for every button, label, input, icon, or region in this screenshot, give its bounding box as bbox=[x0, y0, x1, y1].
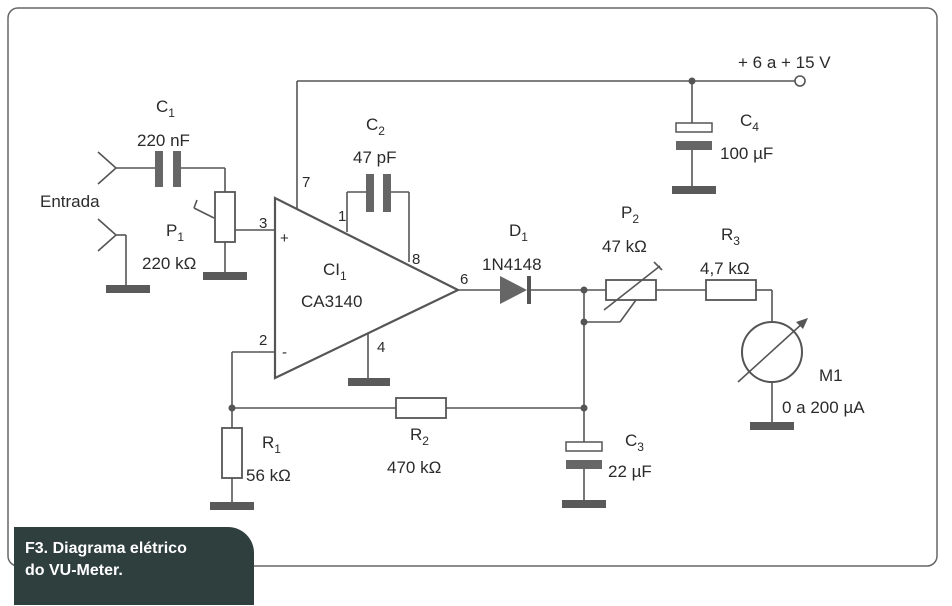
input-label: Entrada bbox=[40, 192, 100, 211]
c3-label: C3 bbox=[625, 431, 644, 454]
m1-label: M1 bbox=[819, 366, 843, 385]
input-jack-signal bbox=[97, 151, 155, 185]
r2-value: 470 kΩ bbox=[387, 458, 441, 477]
resistor-r3 bbox=[705, 279, 773, 322]
r2-label: R2 bbox=[410, 425, 429, 448]
pin-3: 3 bbox=[259, 215, 267, 232]
inverting-input-wire bbox=[228, 351, 396, 428]
capacitor-c1 bbox=[155, 151, 226, 192]
pin4-ground bbox=[348, 334, 390, 386]
potentiometer-p1 bbox=[193, 191, 275, 280]
d1-label: D1 bbox=[509, 221, 528, 244]
potentiometer-p2 bbox=[584, 261, 706, 323]
pin-4: 4 bbox=[377, 339, 385, 356]
pin-2: 2 bbox=[259, 332, 267, 349]
p1-value: 220 kΩ bbox=[142, 254, 196, 273]
c1-value: 220 nF bbox=[137, 131, 190, 150]
supply-rail bbox=[296, 75, 806, 213]
pin-7: 7 bbox=[302, 174, 310, 191]
ci1-label: CI1 bbox=[323, 260, 347, 283]
r1-value: 56 kΩ bbox=[246, 466, 291, 485]
caption-line-1: F3. Diagrama elétrico bbox=[25, 540, 187, 557]
c4-value: 100 µF bbox=[720, 144, 773, 163]
caption-box bbox=[14, 527, 254, 605]
figure-caption: F3. Diagrama elétrico do VU-Meter. bbox=[25, 538, 245, 582]
r3-label: R3 bbox=[721, 225, 740, 248]
capacitor-c2 bbox=[346, 174, 410, 262]
output-node-wire bbox=[580, 290, 588, 442]
pin-6: 6 bbox=[460, 271, 468, 288]
resistor-r1 bbox=[210, 427, 254, 510]
meter-m1 bbox=[737, 318, 808, 430]
resistor-r2 bbox=[395, 397, 584, 419]
capacitor-c3 bbox=[562, 441, 606, 508]
supply-label: + 6 a + 15 V bbox=[738, 53, 831, 72]
d1-value: 1N4148 bbox=[482, 255, 542, 274]
caption-line-2: do VU-Meter. bbox=[25, 562, 123, 579]
r1-label: R1 bbox=[262, 433, 281, 456]
diode-d1 bbox=[458, 276, 606, 304]
input-jack-ground bbox=[97, 218, 150, 293]
pin-1: 1 bbox=[338, 208, 346, 225]
c1-label: C1 bbox=[156, 97, 175, 120]
pin-minus: - bbox=[282, 344, 287, 361]
p1-label: P1 bbox=[166, 221, 184, 244]
c2-value: 47 pF bbox=[353, 148, 396, 167]
c3-value: 22 µF bbox=[608, 462, 652, 481]
p2-value: 47 kΩ bbox=[602, 237, 647, 256]
ci1-value: CA3140 bbox=[301, 292, 362, 311]
c4-label: C4 bbox=[740, 111, 759, 134]
pin-8: 8 bbox=[412, 251, 420, 268]
r3-value: 4,7 kΩ bbox=[700, 259, 750, 278]
m1-value: 0 a 200 µA bbox=[782, 398, 865, 417]
c2-label: C2 bbox=[366, 115, 385, 138]
pin-plus: + bbox=[280, 230, 289, 247]
ground-c4 bbox=[672, 186, 716, 194]
opamp-ci1 bbox=[273, 196, 461, 380]
capacitor-c4 bbox=[672, 81, 716, 194]
p2-label: P2 bbox=[621, 203, 639, 226]
diagram-frame bbox=[7, 7, 938, 567]
